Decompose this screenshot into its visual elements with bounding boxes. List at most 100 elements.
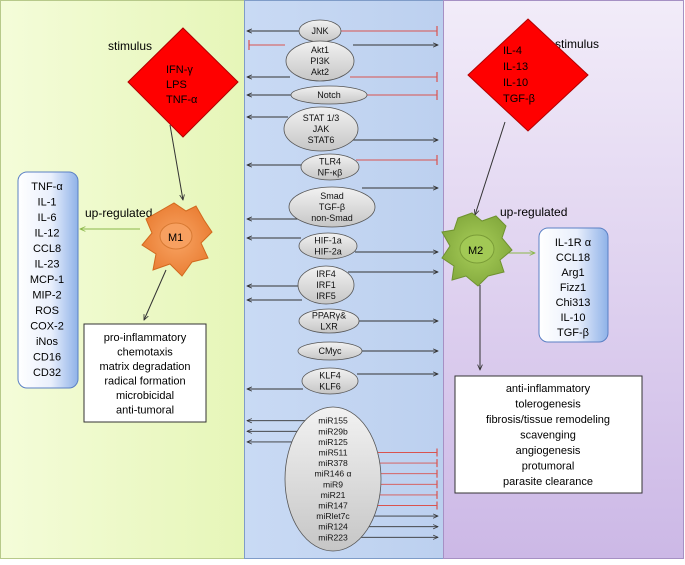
- pathway-label-mir-8: miR21: [321, 490, 346, 500]
- pathway-label-mir-3: miR125: [318, 437, 348, 447]
- m1-marker-2: IL-1: [38, 197, 57, 209]
- m1-marker-4: IL-12: [34, 228, 59, 240]
- m2-marker-2: CCL18: [556, 252, 590, 264]
- pathway-label-akt-2: PI3K: [310, 56, 330, 66]
- m2-stimulus-2: IL-13: [503, 61, 528, 73]
- pathway-label-ppar-2: LXR: [320, 322, 338, 332]
- m1-upregulated-label: up-regulated: [85, 206, 152, 220]
- m1-function-3: matrix degradation: [99, 361, 190, 373]
- pathway-label-mir-2: miR29b: [318, 426, 348, 436]
- pathway-label-mir-6: miR146 α: [315, 469, 352, 479]
- m2-function-5: angiogenesis: [516, 445, 581, 457]
- pathway-node-notch: Notch: [290, 85, 368, 105]
- m2-marker-3: Arg1: [561, 267, 584, 279]
- pathway-ellipse-irf: [297, 265, 355, 305]
- m1-cell-label: M1: [168, 232, 183, 244]
- pathway-label-mir-9: miR147: [318, 501, 348, 511]
- pathway-connectors: [247, 26, 438, 389]
- m1-marker-6: IL-23: [34, 259, 59, 271]
- pathway-node-cmyc: CMyc: [297, 341, 363, 361]
- m1-function-arrow: [143, 269, 167, 320]
- pathway-ellipse-akt: [285, 40, 355, 82]
- m2-stimulus-3: IL-10: [503, 77, 528, 89]
- m2-stimulus-arrow: [475, 121, 506, 215]
- pathway-label-irf-3: IRF5: [316, 291, 336, 301]
- m2-function-6: protumoral: [522, 461, 575, 473]
- m1-marker-9: ROS: [35, 305, 59, 317]
- m2-markers-box: [538, 227, 609, 343]
- pathway-label-irf-1: IRF4: [316, 269, 336, 279]
- m1-marker-10: COX-2: [30, 321, 64, 333]
- m2-function-2: tolerogenesis: [515, 399, 581, 411]
- m2-cell-label: M2: [468, 245, 483, 257]
- m1-functions-list: pro-inflammatory chemotaxis matrix degrada…: [99, 332, 190, 417]
- pathway-label-notch-1: Notch: [317, 90, 341, 100]
- m1-markers-box: [17, 171, 79, 389]
- pathway-label-tlr4-1: TLR4: [319, 157, 341, 167]
- m1-marker-1: TNF-α: [31, 181, 63, 193]
- m2-functions-box: [454, 375, 643, 494]
- m2-function-1: anti-inflammatory: [506, 383, 591, 395]
- m2-stimulus-diamond: IL-4 IL-13 IL-10 TGF-β: [467, 18, 589, 132]
- pathway-ellipse-notch: [290, 85, 368, 105]
- m1-function-4: radical formation: [104, 376, 185, 388]
- pathway-label-smad-2: TGF-β: [319, 202, 345, 212]
- m2-function-7: parasite clearance: [503, 476, 593, 488]
- pathway-label-hif-1: HIF-1a: [314, 236, 342, 246]
- m2-stimulus-label: stimulus: [555, 37, 599, 51]
- pathway-label-mir-7: miR9: [323, 479, 343, 489]
- pathway-label-mir-5: miR378: [318, 458, 348, 468]
- m1-macrophage-cell: M1: [141, 202, 213, 277]
- pathway-label-mir-4: miR511: [319, 448, 348, 458]
- pathway-ellipse-stat: [283, 106, 359, 152]
- m1-marker-8: MIP-2: [32, 290, 61, 302]
- m2-marker-5: Chi313: [556, 297, 591, 309]
- pathway-label-cmyc-1: CMyc: [319, 346, 342, 356]
- pathway-ellipse-smad: [288, 186, 376, 228]
- pathway-label-jnk-1: JNK: [311, 26, 328, 36]
- pathway-label-hif-2: HIF-2a: [314, 247, 342, 257]
- pathway-label-smad-1: Smad: [320, 191, 344, 201]
- m2-marker-6: IL-10: [560, 312, 585, 324]
- m1-marker-12: CD16: [33, 352, 61, 364]
- pathway-ellipse-cmyc: [297, 341, 363, 361]
- pathway-ellipse-hif: [298, 232, 358, 260]
- m1-marker-7: MCP-1: [30, 274, 64, 286]
- pathway-label-klf-2: KLF6: [319, 382, 341, 392]
- m1-markers-list: TNF-αIL-1IL-6IL-12CCL8IL-23MCP-1MIP-2ROS…: [30, 181, 64, 379]
- m2-function-3: fibrosis/tissue remodeling: [486, 414, 610, 426]
- pathway-ellipse-ppar: [298, 308, 360, 334]
- m1-stimulus-1: IFN-γ: [166, 64, 193, 76]
- m1-functions-box: [83, 323, 207, 423]
- m2-marker-7: TGF-β: [557, 327, 589, 339]
- pathway-label-klf-1: KLF4: [319, 371, 341, 381]
- pathway-label-tlr4-2: NF-κβ: [318, 168, 343, 178]
- pathway-ellipse-tlr4: [300, 153, 360, 181]
- m1-function-1: pro-inflammatory: [104, 332, 187, 344]
- pathway-label-ppar-1: PPARγ&: [312, 311, 346, 321]
- m2-macrophage-cell: M2: [441, 212, 513, 287]
- pathway-label-smad-3: non-Smad: [311, 213, 353, 223]
- pathway-label-akt-1: Akt1: [311, 45, 329, 55]
- pathway-label-irf-2: IRF1: [316, 280, 336, 290]
- m1-function-2: chemotaxis: [117, 347, 173, 359]
- pathway-label-akt-3: Akt2: [311, 67, 329, 77]
- m1-stimulus-3: TNF-α: [166, 94, 198, 106]
- m1-function-5: microbicidal: [116, 390, 174, 402]
- pathway-label-stat-1: STAT 1/3: [303, 113, 340, 123]
- m2-function-4: scavenging: [520, 430, 576, 442]
- m2-upregulated-label: up-regulated: [500, 205, 567, 219]
- m1-marker-13: CD32: [33, 367, 61, 379]
- m1-stimulus-arrow: [169, 124, 183, 200]
- pathway-label-mir-10: miRlet7c: [316, 511, 350, 521]
- pathway-ellipse-klf: [301, 367, 359, 395]
- pathway-ellipse-mir: [284, 406, 382, 552]
